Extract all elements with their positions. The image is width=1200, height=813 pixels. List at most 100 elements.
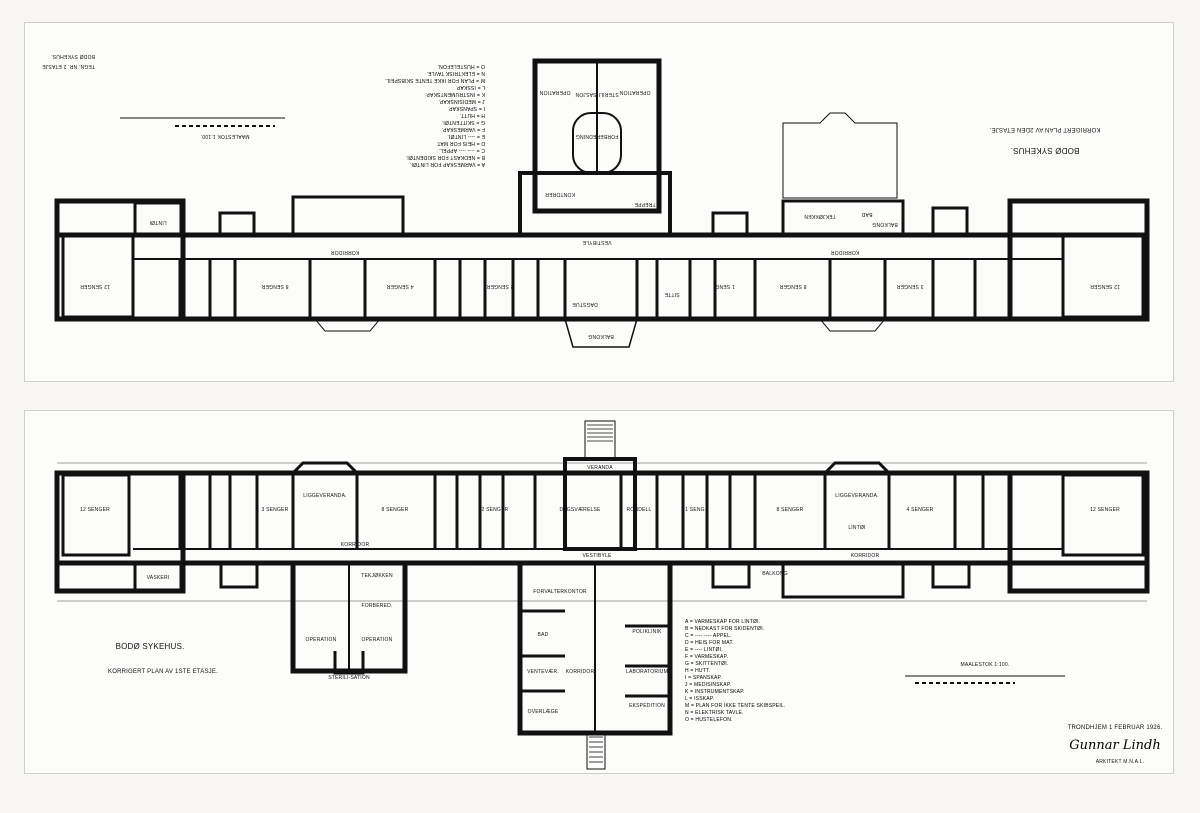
top-legend-11: L = ISSKAP. xyxy=(456,84,485,90)
top-legend-1: B = NEDKAST FOR SKIDENTØI. xyxy=(406,154,485,160)
bottom-label-ventevaer: VENTEVÆR. xyxy=(527,669,559,675)
bottom-legend-2: C = ---- ---- APPEL. xyxy=(685,633,732,639)
bottom-label-senge-3: 3 SENGER xyxy=(262,507,289,513)
bottom-label-rondell: RONDELL xyxy=(626,507,651,513)
top-label-senge-8-l: 8 SENGER xyxy=(261,283,288,289)
bottom-label-senge-2: 2 SENGER xyxy=(482,507,509,513)
top-right-building-outline xyxy=(782,112,898,199)
top-legend-4: E = ---- LINTØI. xyxy=(447,133,485,139)
bottom-label-senge-1: 1 SENG xyxy=(685,507,705,513)
bottom-label-senge-12-r: 12 SENGER xyxy=(1090,507,1120,513)
top-legend-3: D = HEIS FOR MAT. xyxy=(436,140,485,146)
top-label-operation-r: OPERATION xyxy=(619,89,650,95)
top-legend-9: J = MEDISINSKAP. xyxy=(439,98,485,104)
bottom-label-bad: BAD xyxy=(538,632,549,638)
top-scale-label: MAALESTOK 1:100. xyxy=(201,133,250,139)
bottom-subtitle: KORRIGERT PLAN AV 1STE ETASJE. xyxy=(108,669,218,675)
bottom-label-dagsvaerelse: DAGSVÆRELSE xyxy=(559,507,601,513)
top-label-senge-4: 4 SENGER xyxy=(386,283,413,289)
top-label-korridor-r: KORRIDOR xyxy=(831,249,860,255)
top-main-wing xyxy=(54,232,1150,322)
top-label-senge-12-r: 12 SENGER xyxy=(1090,283,1120,289)
top-label-treppe: TREPPE xyxy=(634,201,656,207)
bottom-label-vaskeri: VASKERI xyxy=(147,575,170,581)
top-label-senge-8-r: 8 SENGER xyxy=(779,283,806,289)
bottom-label-balkong: BALKONG xyxy=(762,571,788,577)
top-legend-7: H = HUTT. xyxy=(460,112,485,118)
top-legend-6: G = SKITTENTØI. xyxy=(442,119,485,125)
bottom-room-labels: VERANDA LIGGEVERANDA. LIGGEVERANDA. DAGS… xyxy=(80,465,1120,715)
top-label-bad: BAD xyxy=(861,211,872,217)
top-plan-group xyxy=(54,58,1150,348)
bottom-legend-4: E = ---- LINTØI. xyxy=(685,647,723,653)
top-room-labels: OPERATION OPERATION FORBEREDNING VESTIBY… xyxy=(80,89,1120,339)
top-legend-12: M = PLAN FOR IKKE TENTE SKIBSPEIL. xyxy=(385,77,486,83)
top-legend-14: O = HUSTELEFON. xyxy=(437,63,485,69)
top-legend-13: N = ELEKTRISK TAVLE. xyxy=(426,70,485,76)
bottom-legend-6: G = SKITTENTØI. xyxy=(685,661,728,667)
bottom-label-sitte: SITTE xyxy=(477,561,493,567)
architect-signature: Gunnar Lindh xyxy=(1069,738,1160,753)
bottom-legend-9: J = MEDISINSKAP. xyxy=(685,682,731,688)
bottom-legend-10: K = INSTRUMENTSKAP. xyxy=(685,689,745,695)
bottom-label-liggeveranda-l: LIGGEVERANDA. xyxy=(303,493,346,499)
bottom-legend: A = VARMESKAP FOR LINTØI. B = NEDKAST FO… xyxy=(685,619,786,723)
top-label-balkong-bottom: BALKONG xyxy=(588,333,614,339)
bottom-label-operation-l: OPERATION xyxy=(306,637,337,643)
top-label-senge-2: 2 SENGER xyxy=(486,283,513,289)
top-scale-bar: MAALESTOK 1:100. xyxy=(120,117,285,139)
top-label-sitte: SITTE xyxy=(664,291,680,297)
top-label-operation-l: OPERATION xyxy=(539,89,570,95)
bottom-left-pavilion xyxy=(54,470,186,594)
bottom-label-ekspedition: EKSPEDITION xyxy=(629,703,665,709)
bottom-legend-13: N = ELEKTRISK TAVLE. xyxy=(685,710,744,716)
bottom-label-liggeveranda-r: LIGGEVERANDA. xyxy=(835,493,878,499)
bottom-legend-12: M = PLAN FOR IKKE TENTE SKIBSPEIL. xyxy=(685,703,786,709)
bottom-label-operation-r: OPERATION xyxy=(362,637,393,643)
top-legend-10: K = INSTRUMENTSKAP. xyxy=(425,91,485,97)
top-label-sterili: STERILI-SASJON xyxy=(575,91,619,97)
bottom-floor-plan-drawing: VERANDA LIGGEVERANDA. LIGGEVERANDA. DAGS… xyxy=(54,420,1162,770)
bottom-label-korridor-r: KORRIDOR xyxy=(851,553,880,559)
bottom-scale-bar: MAALESTOK 1:100. xyxy=(905,662,1065,684)
architect-signature-sub: ARKITEKT M.N.A.L. xyxy=(1096,759,1145,765)
bottom-label-veranda: VERANDA xyxy=(587,465,613,471)
bottom-legend-5: F = VARMESKAP. xyxy=(685,654,728,660)
bottom-label-vestibyle: VESTIBYLE xyxy=(582,553,611,559)
top-label-lintoi: LINTØI xyxy=(149,219,166,225)
top-legend: A = VARMESKAP FOR LINTØI. B = NEDKAST FO… xyxy=(385,63,486,167)
top-floor-plan-drawing: OPERATION OPERATION FORBEREDNING VESTIBY… xyxy=(42,53,1150,348)
top-label-senge-12-l: 12 SENGER xyxy=(80,283,110,289)
bottom-scale-label: MAALESTOK 1:100. xyxy=(961,662,1010,668)
bottom-legend-1: B = NEDKAST FOR SKIDENTØI. xyxy=(685,626,764,632)
top-floor-plan-sheet: OPERATION OPERATION FORBEREDNING VESTIBY… xyxy=(24,22,1174,382)
top-label-senge-1: 1 SENG xyxy=(715,283,735,289)
top-legend-2: C = ---- ---- APPEL. xyxy=(438,147,485,153)
bottom-label-overlaege: OVERLÆGE xyxy=(528,709,559,715)
bottom-label-senge-4: 4 SENGER xyxy=(907,507,934,513)
bottom-label-senge-12-l: 12 SENGER xyxy=(80,507,110,513)
top-label-forbered: FORBEREDNING xyxy=(576,133,619,139)
top-title: BODØ SYKEHUS. xyxy=(1011,146,1080,155)
svg-text:BODØ SYKEHUS.: BODØ SYKEHUS. xyxy=(51,53,95,59)
top-legend-8: I = SPANSKAP. xyxy=(448,105,485,111)
bottom-label-forvalterkontor: FORVALTERKONTOR xyxy=(533,589,587,595)
bottom-label-korridor-c: KORRIDOR xyxy=(566,669,595,675)
top-legend-0: A = VARMESKAP FOR LINTØI. xyxy=(410,161,485,167)
bottom-label-poliklinik: POLIKLINIK xyxy=(632,629,662,635)
top-label-kontor: KONTORER xyxy=(545,191,575,197)
bottom-legend-0: A = VARMESKAP FOR LINTØI. xyxy=(685,619,760,625)
bottom-right-pavilion xyxy=(1007,470,1150,594)
top-label-teekjokken: TEKJØKKEN xyxy=(804,213,836,219)
top-label-senge-3: 3 SENGER xyxy=(896,283,923,289)
bottom-floor-plan-sheet: VERANDA LIGGEVERANDA. LIGGEVERANDA. DAGS… xyxy=(24,410,1174,774)
bottom-label-forbered: FORBERED. xyxy=(362,603,393,609)
bottom-title: BODØ SYKEHUS. xyxy=(116,642,185,651)
top-left-block xyxy=(61,233,135,319)
bottom-label-lintoi: LINTØI xyxy=(848,525,865,531)
top-label-balkong-top: BALKONG xyxy=(872,221,898,227)
bottom-label-senge-8-l: 8 SENGER xyxy=(382,507,409,513)
bottom-plan-group xyxy=(54,420,1150,770)
svg-text:TEGN. NR. 2 ETASJE: TEGN. NR. 2 ETASJE xyxy=(42,63,95,69)
bottom-label-laboratorium: LABORATORIUM xyxy=(626,669,668,675)
